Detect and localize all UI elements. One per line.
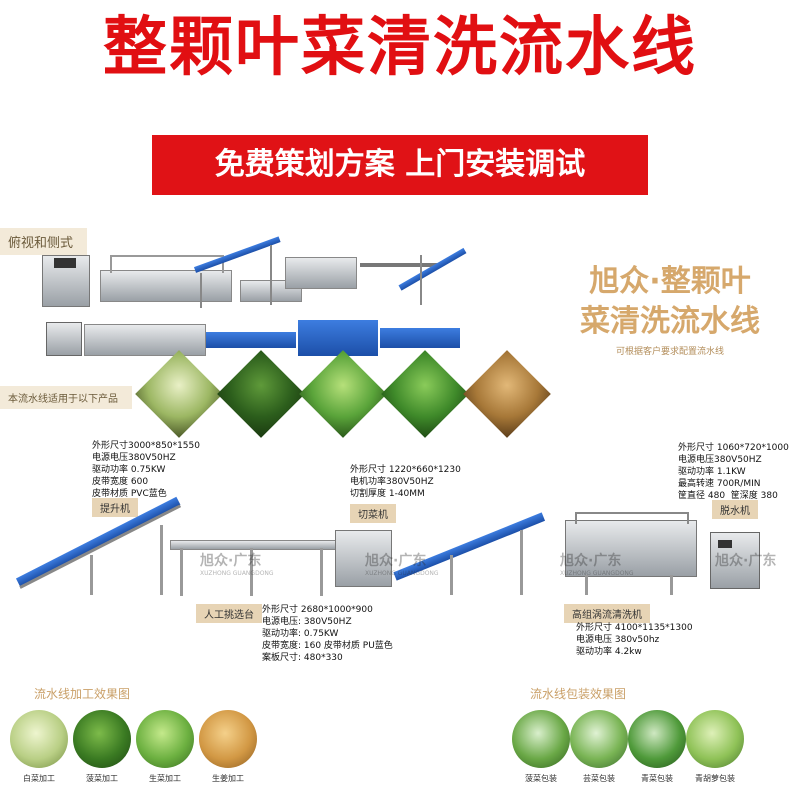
table-leg [320,548,323,596]
packaging-item-4: 青胡萝包装 [695,774,735,783]
machine-line-illustration [10,496,790,600]
packaging-greens-image [570,710,628,768]
overview-tag: 俯视和侧式 [0,228,88,255]
lift-leg [90,555,93,595]
product-cabbage-image [135,350,223,438]
lift-belt [15,496,181,587]
picking-label: 人工挑选台 [196,604,262,623]
watermark-3-small: XUZHONG GUANGDONG [560,570,634,577]
washer-leg [670,575,673,595]
processing-item-3: 生菜加工 [149,774,181,783]
control-screen [54,258,76,268]
product-greens-image [381,350,469,438]
top-view-illustration [40,318,470,360]
washer-rail [110,255,224,273]
vortex-washer-body [565,520,697,577]
watermark-1-small: XUZHONG GUANGDONG [200,570,274,577]
washer-spec: 外形尺寸 4100*1135*1300 电源电压 380v50hz 驱动功率 4… [576,623,693,657]
conveyor-top-2 [380,328,460,348]
dewater-spec: 外形尺寸 1060*720*1000 电源电压380V50HZ 驱动功率 1.1… [678,443,789,501]
table-leg [250,548,253,596]
flat-conveyor-side [360,263,440,267]
processing-ginger-image [199,710,257,768]
brand-line-1: 旭众·整颗叶 [589,264,751,299]
washer-label: 高组涡流清洗机 [564,604,650,623]
leg [200,273,202,308]
processing-item-4: 生姜加工 [212,774,244,783]
watermark-2-small: XUZHONG GUANGDONG [365,570,439,577]
leg [420,255,422,305]
washer-top-rail [575,512,689,524]
conveyor-top-1 [206,332,296,348]
brand-note: 可根据客户要求配置流水线 [615,347,724,357]
product-lettuce-image [299,350,387,438]
lift-spec: 外形尺寸3000*850*1550 电源电压380V50HZ 驱动功率 0.75… [92,441,200,499]
subtitle-banner: 免费策划方案 上门安装调试 [152,135,648,195]
incline-conveyor-2 [398,247,467,291]
watermark-3: 旭众·广东 [560,553,622,569]
products-tag: 本流水线适用于以下产品 [0,386,132,409]
packaging-title: 流水线包装效果图 [530,687,627,701]
page-title: 整颗叶菜清洗流水线 [103,11,697,85]
packaging-radish-image [686,710,744,768]
product-spinach-image [217,350,305,438]
sorting-table-top [298,320,378,356]
washer-leg [585,575,588,595]
processing-spinach-image [73,710,131,768]
packaging-item-2: 芸菜包装 [583,774,615,783]
feed-leg [520,530,523,595]
cutter-spec: 外形尺寸 1220*660*1230 电机功率380V50HZ 切割厚度 1-4… [350,465,461,499]
processing-title: 流水线加工效果图 [34,687,131,701]
processing-cabbage-image [10,710,68,768]
dewater-panel [718,540,732,548]
lift-label: 提升机 [92,498,138,517]
washer-2-side [285,257,357,289]
packaging-item-1: 菠菜包装 [525,774,557,783]
cutter-label: 切菜机 [350,504,396,523]
product-ginger-image [463,350,551,438]
packaging-bokchoy-image [628,710,686,768]
cutter-body [335,530,392,587]
processing-item-2: 菠菜加工 [86,774,118,783]
processing-item-1: 白菜加工 [23,774,55,783]
lift-frame [19,504,182,589]
brand-line-2: 菜清洗流水线 [580,304,760,339]
watermark-4: 旭众·广东 [715,553,777,569]
packaging-item-3: 青菜包装 [641,774,673,783]
table-leg [180,548,183,596]
processing-lettuce-image [136,710,194,768]
picking-table-top [170,540,337,550]
washer-tank-side [100,270,232,302]
watermark-1: 旭众·广东 [200,553,262,569]
side-view-illustration [40,225,470,315]
dewater-label: 脱水机 [712,500,758,519]
feed-leg [450,555,453,595]
cabinet-top [46,322,82,356]
packaging-spinach-image [512,710,570,768]
watermark-2: 旭众·广东 [365,553,427,569]
leg [270,245,272,305]
lift-leg [160,525,163,595]
washer-top [84,324,206,356]
picking-spec: 外形尺寸 2680*1000*900 电源电压: 380V50HZ 驱动功率: … [262,605,393,663]
